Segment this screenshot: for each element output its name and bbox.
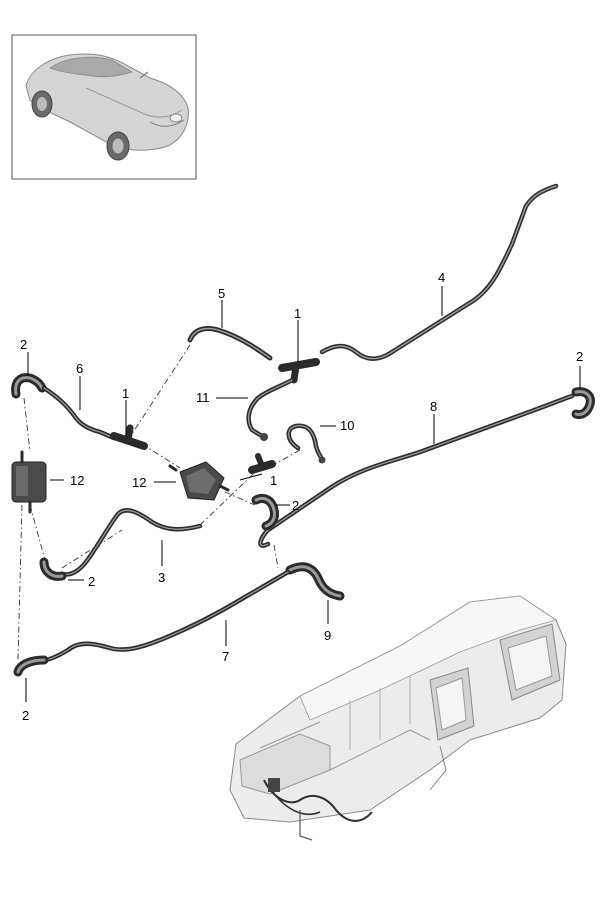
callout-4: 4 bbox=[438, 270, 445, 285]
callout-10: 10 bbox=[340, 418, 354, 433]
elbow-hose-right bbox=[571, 387, 595, 419]
tube-5 bbox=[187, 325, 273, 361]
callout-labels: 1 1 1 2 2 2 2 2 3 4 5 6 7 8 9 10 11 12 1… bbox=[20, 270, 583, 723]
valve-12-left bbox=[11, 450, 47, 514]
callout-12-center: 12 bbox=[132, 475, 146, 490]
connection-lines bbox=[17, 344, 301, 661]
tube-11 bbox=[246, 377, 295, 441]
valve-12-center bbox=[168, 461, 230, 501]
callout-1-left: 1 bbox=[122, 386, 129, 401]
tube-7 bbox=[13, 569, 291, 677]
callout-7: 7 bbox=[222, 649, 229, 664]
callout-2-lower-left: 2 bbox=[88, 574, 95, 589]
callout-1-right: 1 bbox=[270, 473, 277, 488]
elbow-hose-center bbox=[251, 493, 279, 531]
callout-2-bottom-left: 2 bbox=[22, 708, 29, 723]
leader-lines bbox=[25, 286, 581, 702]
t-connector-1-top bbox=[278, 358, 320, 384]
callout-2-upper-left: 2 bbox=[20, 337, 27, 352]
callout-11: 11 bbox=[196, 390, 210, 405]
car-icon bbox=[25, 53, 189, 161]
t-connector-1-left bbox=[110, 424, 148, 450]
tube-6 bbox=[11, 373, 117, 441]
t-connector-1-right bbox=[248, 453, 276, 474]
callout-5: 5 bbox=[218, 286, 225, 301]
vehicle-thumbnail bbox=[11, 34, 197, 180]
callout-1-top: 1 bbox=[294, 306, 301, 321]
hvac-unit-housing bbox=[229, 595, 567, 841]
tube-4 bbox=[319, 183, 559, 361]
tube-8 bbox=[258, 393, 575, 548]
callout-12-left: 12 bbox=[70, 473, 84, 488]
tube-3 bbox=[39, 508, 203, 581]
callout-3: 3 bbox=[158, 570, 165, 585]
callout-2-center: 2 bbox=[292, 498, 299, 513]
tube-10 bbox=[286, 423, 326, 464]
callout-9: 9 bbox=[324, 628, 331, 643]
callout-6: 6 bbox=[76, 361, 83, 376]
tube-9 bbox=[285, 562, 345, 601]
callout-2-right: 2 bbox=[576, 349, 583, 364]
callout-8: 8 bbox=[430, 399, 437, 414]
